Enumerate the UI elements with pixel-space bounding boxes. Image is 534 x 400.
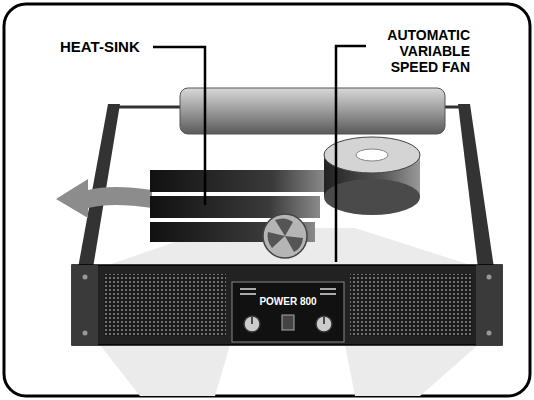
gain-knob (244, 316, 260, 332)
chassis-rail (458, 104, 494, 268)
vent-grille (104, 274, 226, 336)
gain-knob (316, 316, 332, 332)
frame (4, 4, 530, 396)
power-switch (282, 315, 294, 330)
inner-fan (263, 214, 307, 258)
part-label: AUTOMATIC VARIABLE SPEED FAN (368, 27, 470, 75)
airflow-beam (100, 345, 230, 396)
panel-marking (320, 293, 336, 295)
rack-hole (83, 275, 88, 280)
leader-line (153, 47, 205, 205)
rear-block (180, 88, 445, 134)
knob-pointer (323, 317, 325, 324)
panel-marking (320, 288, 336, 290)
rack-ear (476, 265, 502, 345)
panel-marking (240, 288, 256, 290)
model-name: POWER 800 (234, 296, 342, 307)
front-panel (72, 265, 502, 345)
fan-top (324, 137, 420, 173)
fan-hub (356, 149, 388, 161)
rack-hole (487, 275, 492, 280)
rack-hole (487, 331, 492, 336)
fan-blades (268, 218, 304, 252)
leader-line (336, 46, 366, 262)
rack-ear (72, 265, 98, 345)
airflow-arrow (56, 179, 152, 218)
knob-pointer (251, 317, 253, 324)
airflow-beam (345, 345, 478, 396)
vent-grille (350, 274, 472, 336)
part-label: HEAT-SINK (60, 38, 152, 55)
heat-sink (150, 170, 325, 192)
fan-cylinder (324, 179, 420, 215)
control-panel (232, 282, 344, 342)
panel-marking (240, 293, 256, 295)
rack-hole (83, 331, 88, 336)
heat-sink (150, 196, 320, 218)
